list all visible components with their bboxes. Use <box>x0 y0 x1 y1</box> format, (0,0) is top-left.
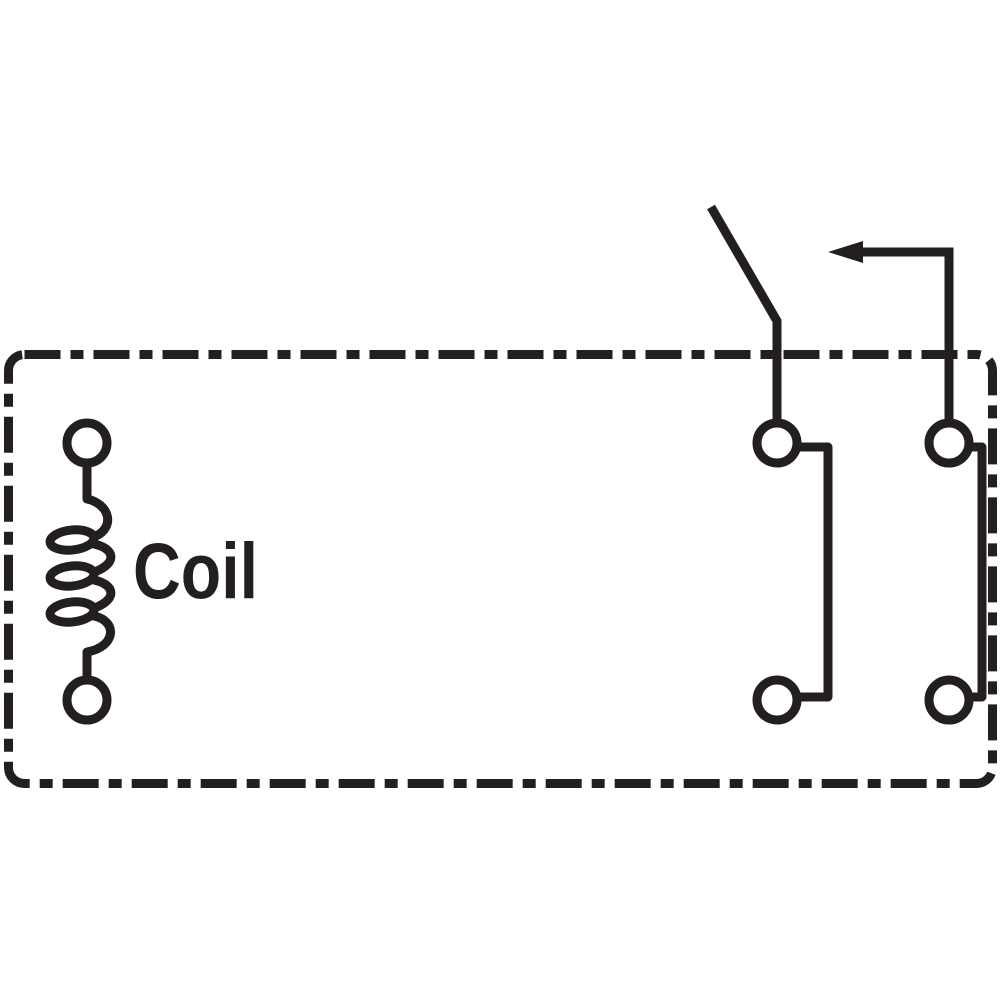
coil-wire-top <box>82 438 113 541</box>
coil-wire-bottom <box>82 611 115 705</box>
common-contact-link-wire <box>772 442 833 702</box>
throw-contact-link-wire <box>944 442 987 702</box>
coil-turn-arc-2 <box>89 575 116 612</box>
common-contact-terminal-upper <box>752 418 802 468</box>
arrow-shaft-line <box>855 247 954 443</box>
throw-contact-terminal-lower <box>924 675 974 725</box>
coil-loop-3 <box>45 597 99 627</box>
common-contact-terminal-lower <box>752 675 802 725</box>
coil-turn-arc-1 <box>89 539 116 576</box>
coil-label: Coil <box>133 526 258 615</box>
coil-symbol <box>45 438 116 705</box>
coil-terminal-top <box>62 418 112 468</box>
terminals <box>62 418 974 725</box>
coil-terminal-bottom <box>62 675 112 725</box>
armature-lever-line <box>707 204 782 443</box>
relay-case-outline <box>4 350 997 788</box>
left-arrowhead-icon <box>828 241 863 263</box>
coil-loop-2 <box>45 561 99 591</box>
throw-contact-terminal-upper <box>924 418 974 468</box>
coil-loop-1 <box>45 525 99 555</box>
